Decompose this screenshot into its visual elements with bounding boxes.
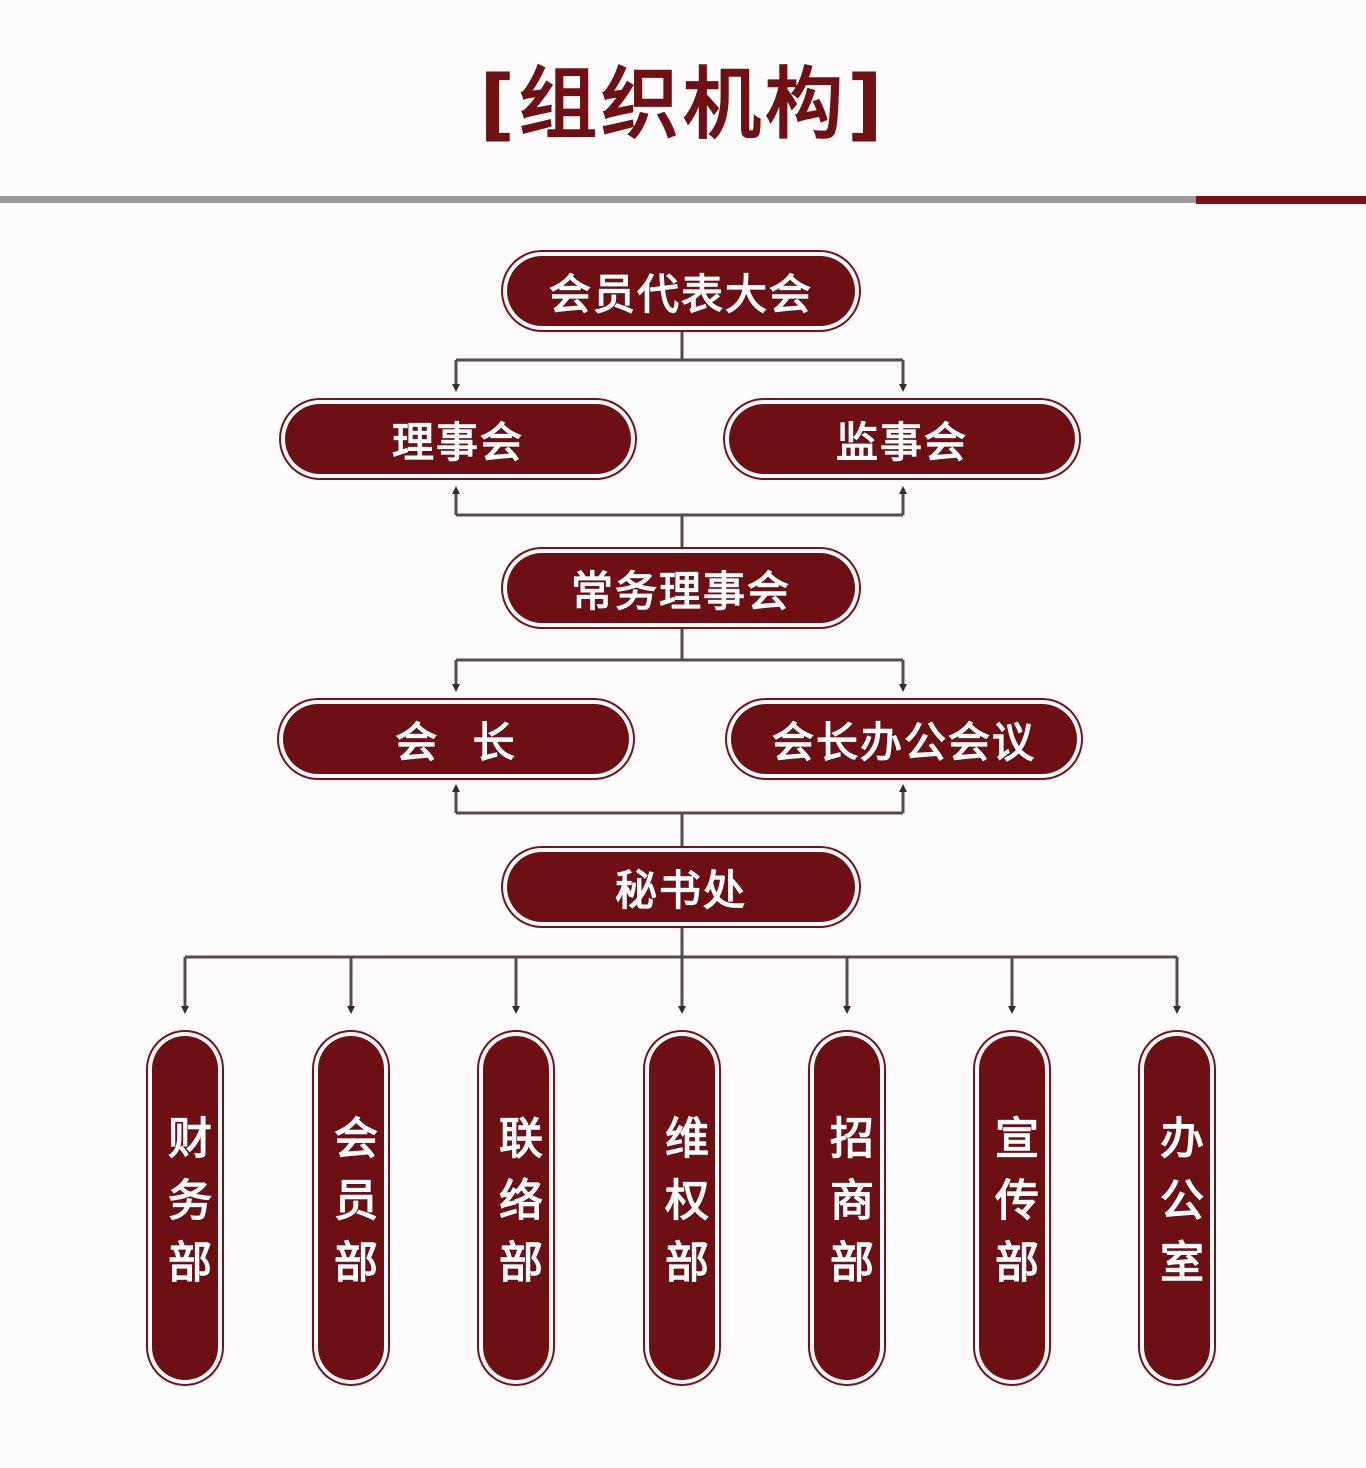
node-secretariat: 秘书处 xyxy=(507,852,855,922)
header-divider xyxy=(0,196,1196,203)
dept-finance: 财务部 xyxy=(152,1036,218,1380)
dept-liaison: 联络部 xyxy=(483,1036,549,1380)
dept-membership: 会员部 xyxy=(318,1036,384,1380)
node-supervisory-board: 监事会 xyxy=(729,404,1075,474)
dept-rights-protection: 维权部 xyxy=(649,1036,715,1380)
node-standing-council: 常务理事会 xyxy=(507,553,855,623)
node-member-congress: 会员代表大会 xyxy=(507,256,855,326)
node-council: 理事会 xyxy=(285,404,631,474)
node-president: 会 长 xyxy=(283,704,629,774)
dept-investment: 招商部 xyxy=(814,1036,880,1380)
dept-office: 办公室 xyxy=(1144,1036,1210,1380)
dept-publicity: 宣传部 xyxy=(979,1036,1045,1380)
page-title: [组织机构] xyxy=(479,60,887,150)
node-president-meeting: 会长办公会议 xyxy=(731,704,1077,774)
header-divider-accent xyxy=(1196,196,1366,204)
